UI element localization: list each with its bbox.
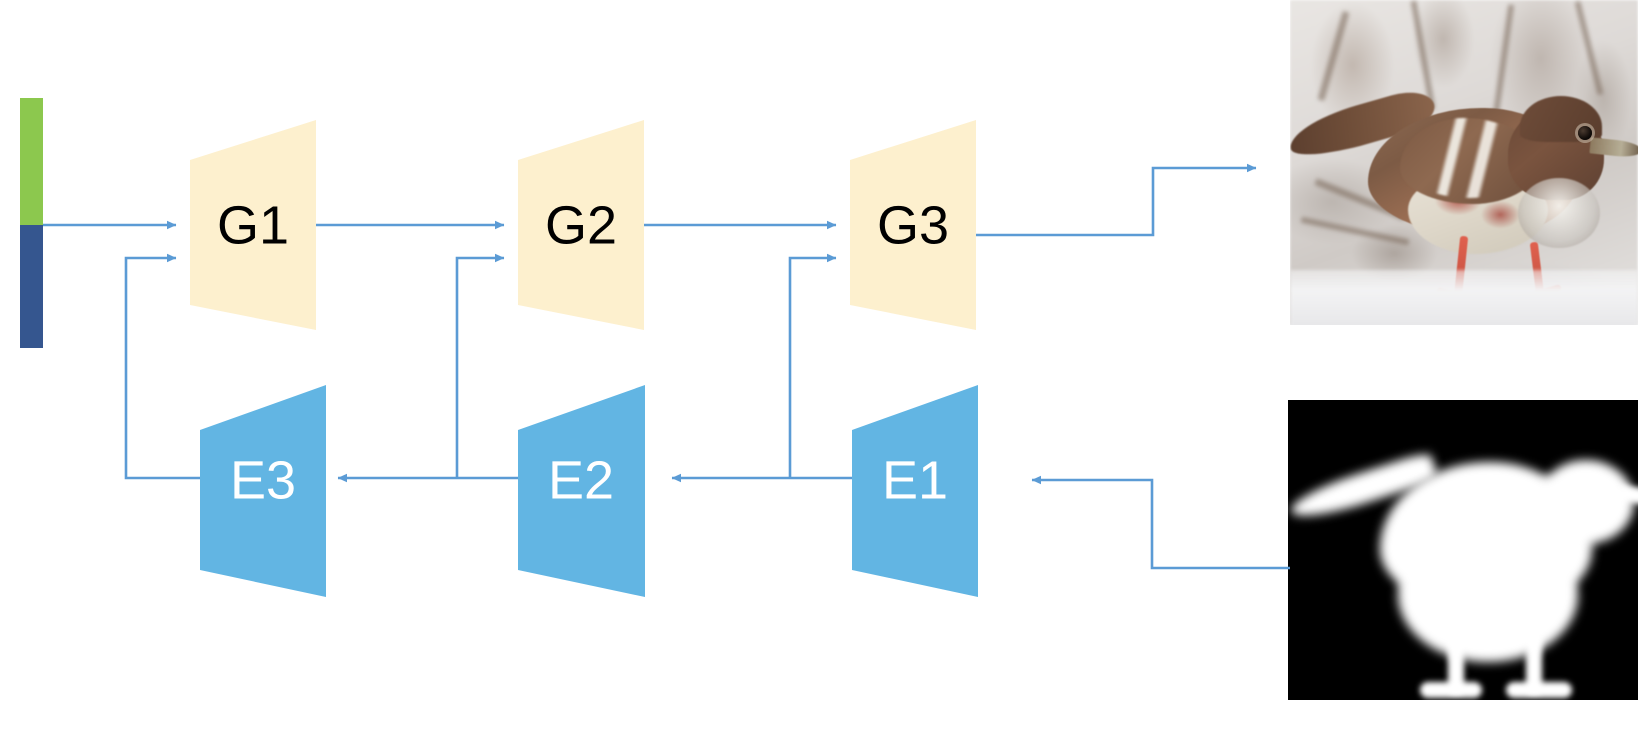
bird-eye <box>1578 126 1592 140</box>
snow-ledge <box>1290 270 1638 325</box>
edge-mask-to-e1 <box>1031 475 1290 570</box>
generator-label-g2: G2 <box>545 195 617 255</box>
noise-vector-blue-segment <box>20 225 43 348</box>
generator-block-g1[interactable]: G1 <box>190 120 316 330</box>
edge-e2-to-g2-skip <box>455 253 505 478</box>
noise-vector-green-segment <box>20 98 43 225</box>
generated-bird-photo <box>1290 0 1638 325</box>
mask-head <box>1538 460 1634 544</box>
edge-e3-to-g1-skip <box>124 253 200 480</box>
encoder-label-e2: E2 <box>548 450 614 510</box>
mask-foot <box>1420 682 1482 698</box>
encoder-block-e3[interactable]: E3 <box>200 385 326 597</box>
generator-block-g3[interactable]: G3 <box>850 120 976 330</box>
edge-g3-to-output-image <box>976 163 1257 237</box>
encoder-block-e1[interactable]: E1 <box>852 385 978 597</box>
encoder-label-e1: E1 <box>882 450 948 510</box>
mask-leg <box>1448 628 1464 694</box>
mask-belly <box>1398 550 1578 662</box>
encoder-label-e3: E3 <box>230 450 296 510</box>
encoder-block-e2[interactable]: E2 <box>518 385 645 597</box>
edge-e1-to-g3-skip <box>788 253 837 478</box>
generator-label-g3: G3 <box>877 195 949 255</box>
generator-label-g1: G1 <box>217 195 289 255</box>
bird-segmentation-mask <box>1288 400 1638 700</box>
mask-leg <box>1526 634 1542 694</box>
generator-block-g2[interactable]: G2 <box>518 120 644 330</box>
bird-throat <box>1518 178 1600 248</box>
mask-foot <box>1506 682 1572 698</box>
